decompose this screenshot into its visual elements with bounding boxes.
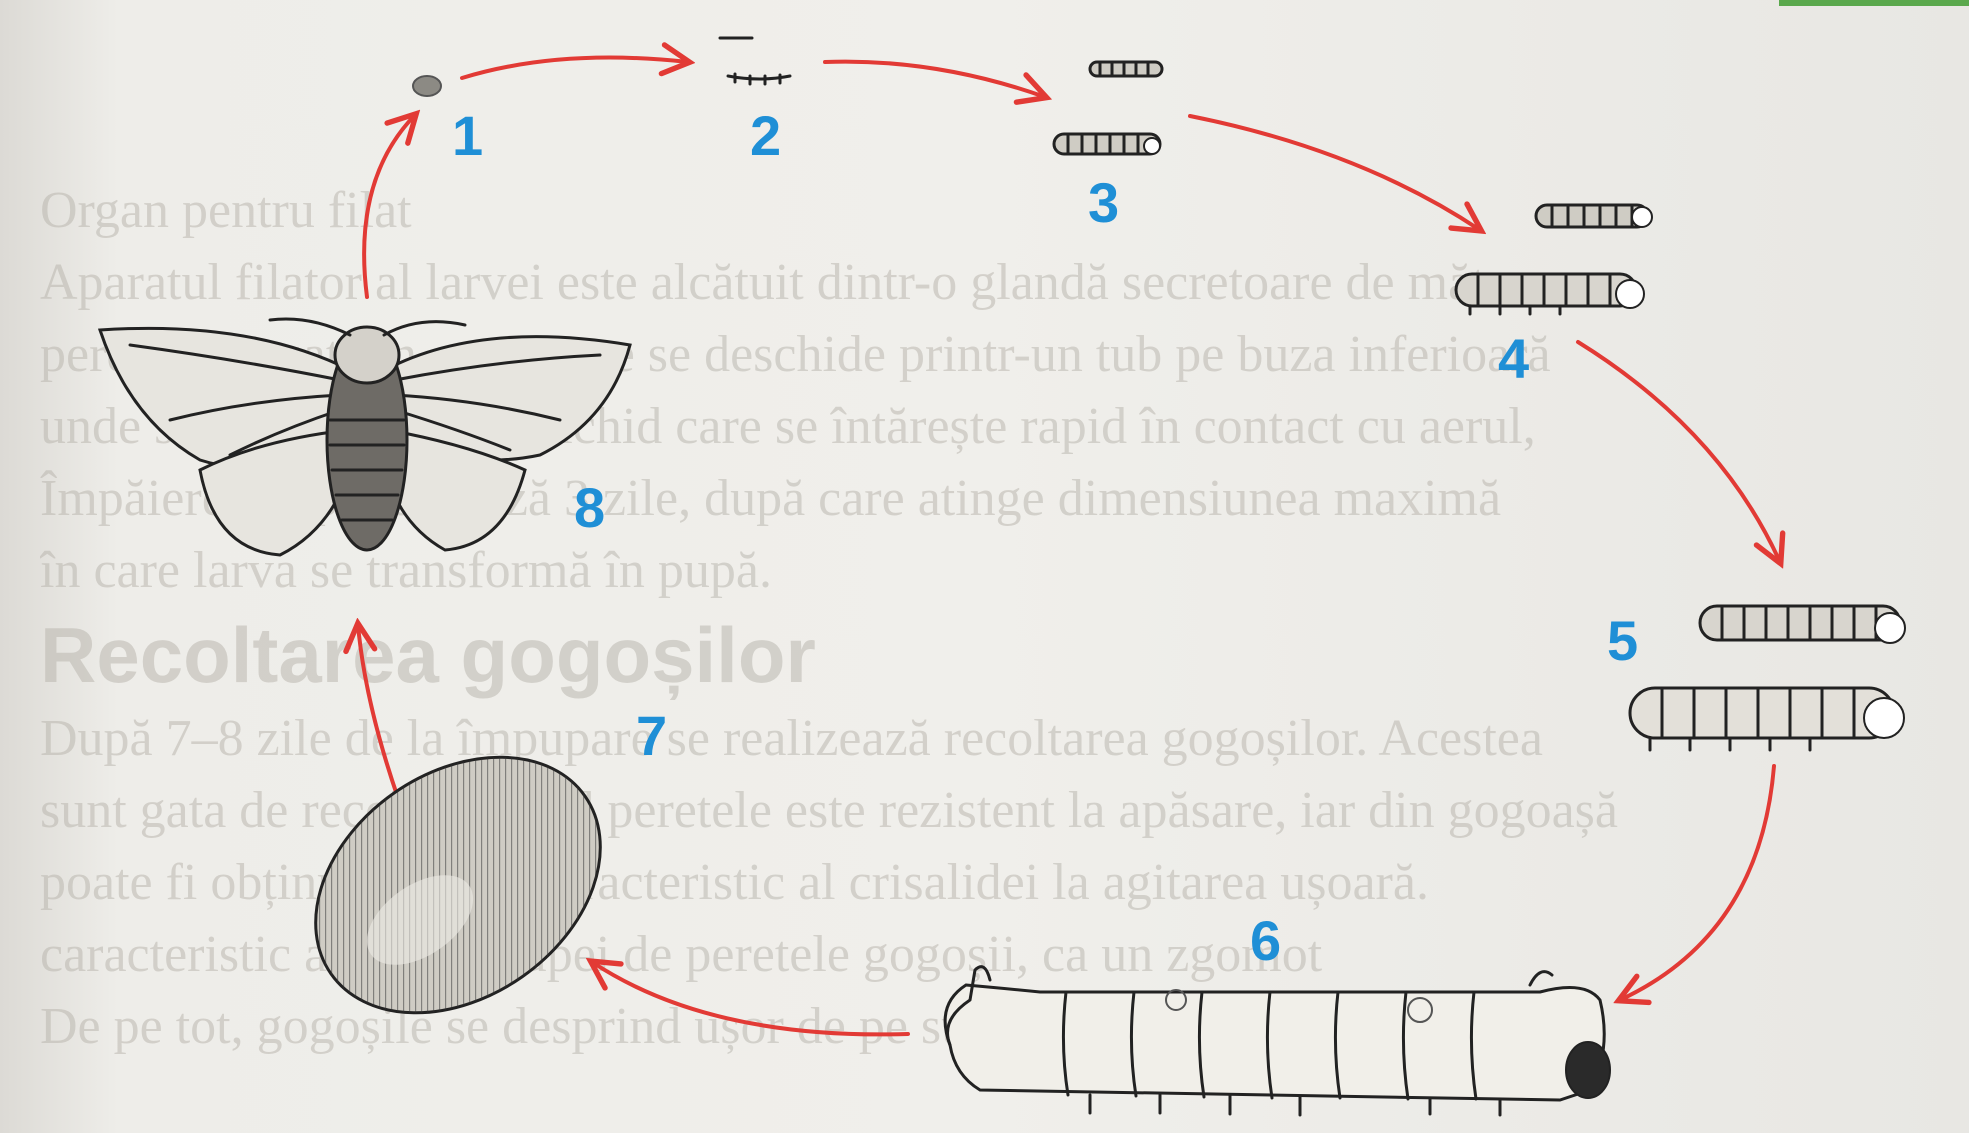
stage-label-8: 8	[574, 476, 605, 539]
stage-label-6: 6	[1250, 909, 1281, 972]
young-larvae-icon	[1054, 62, 1162, 154]
silk-moth-icon	[100, 319, 630, 555]
mature-caterpillar-icon	[945, 967, 1610, 1115]
arrow-3-to-4	[1190, 116, 1480, 230]
arrow-5-to-6	[1620, 766, 1774, 1000]
stage-label-7: 7	[636, 704, 667, 767]
growing-larvae-icon	[1456, 205, 1652, 314]
older-larvae-icon	[1630, 606, 1905, 750]
arrow-1-to-2	[462, 58, 688, 78]
silkworm-egg-icon	[413, 76, 441, 96]
stage-label-4: 4	[1498, 327, 1529, 390]
stage-label-5: 5	[1607, 609, 1638, 672]
stage-label-3: 3	[1088, 171, 1119, 234]
stage-label-2: 2	[750, 104, 781, 167]
newly-hatched-larvae-icon	[720, 38, 790, 84]
stage-labels: 1 2 3 4 5 6 7 8	[452, 104, 1638, 972]
arrow-4-to-5	[1578, 342, 1780, 562]
stage-label-1: 1	[452, 104, 483, 167]
cocoon-icon	[267, 704, 649, 1065]
arrow-7-to-8	[358, 625, 398, 798]
arrow-8-to-1	[364, 115, 415, 297]
arrow-6-to-7	[592, 962, 908, 1034]
arrow-2-to-3	[825, 62, 1045, 97]
